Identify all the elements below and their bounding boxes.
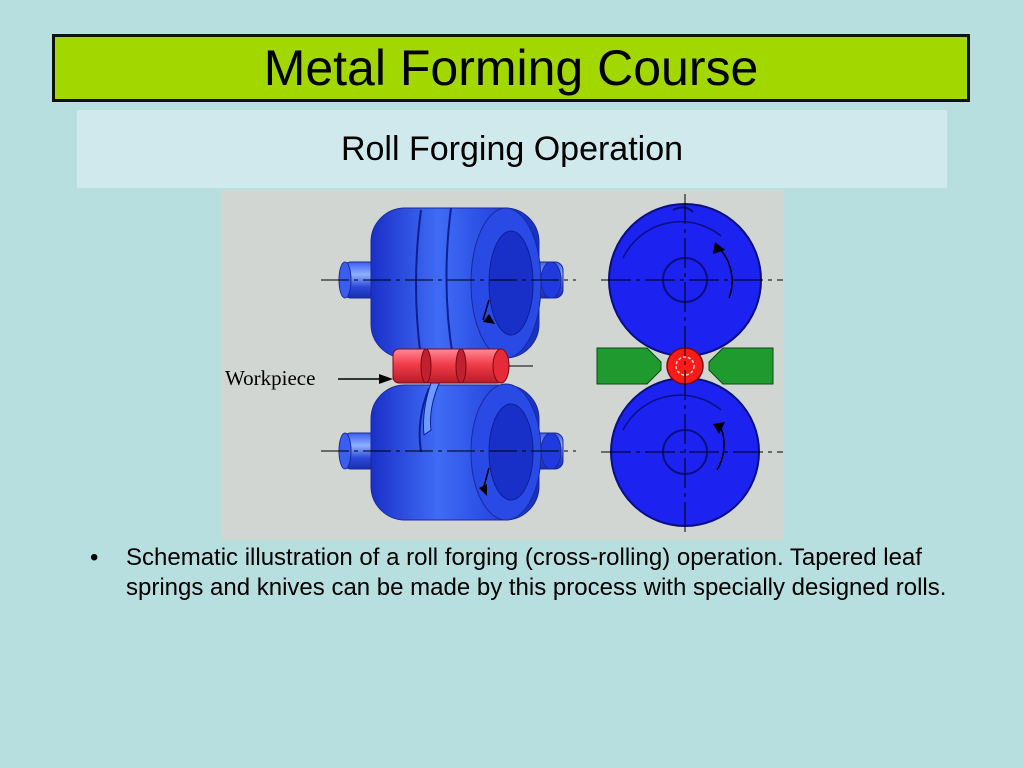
workpiece xyxy=(392,348,510,384)
knives xyxy=(596,347,774,385)
bullet-item: • Schematic illustration of a roll forgi… xyxy=(90,543,970,603)
slide-subtitle: Roll Forging Operation xyxy=(340,129,684,168)
subtitle-banner: Roll Forging Operation xyxy=(77,110,947,188)
right-centerlines xyxy=(601,194,783,536)
bullet-marker: • xyxy=(90,544,99,571)
slide-title: Metal Forming Course xyxy=(263,40,759,96)
roll-forging-illustration: Workpiece xyxy=(225,194,783,536)
lower-roll xyxy=(338,369,564,521)
title-banner: Metal Forming Course xyxy=(52,34,970,102)
upper-roll xyxy=(338,207,564,359)
bullet-list: • Schematic illustration of a roll forgi… xyxy=(90,543,970,603)
workpiece-label: Workpiece xyxy=(225,366,315,390)
workpiece-arrow xyxy=(338,374,393,384)
roll-forging-figure: Workpiece xyxy=(221,190,784,540)
left-centerlines xyxy=(321,279,576,452)
bullet-text: Schematic illustration of a roll forging… xyxy=(126,544,947,601)
